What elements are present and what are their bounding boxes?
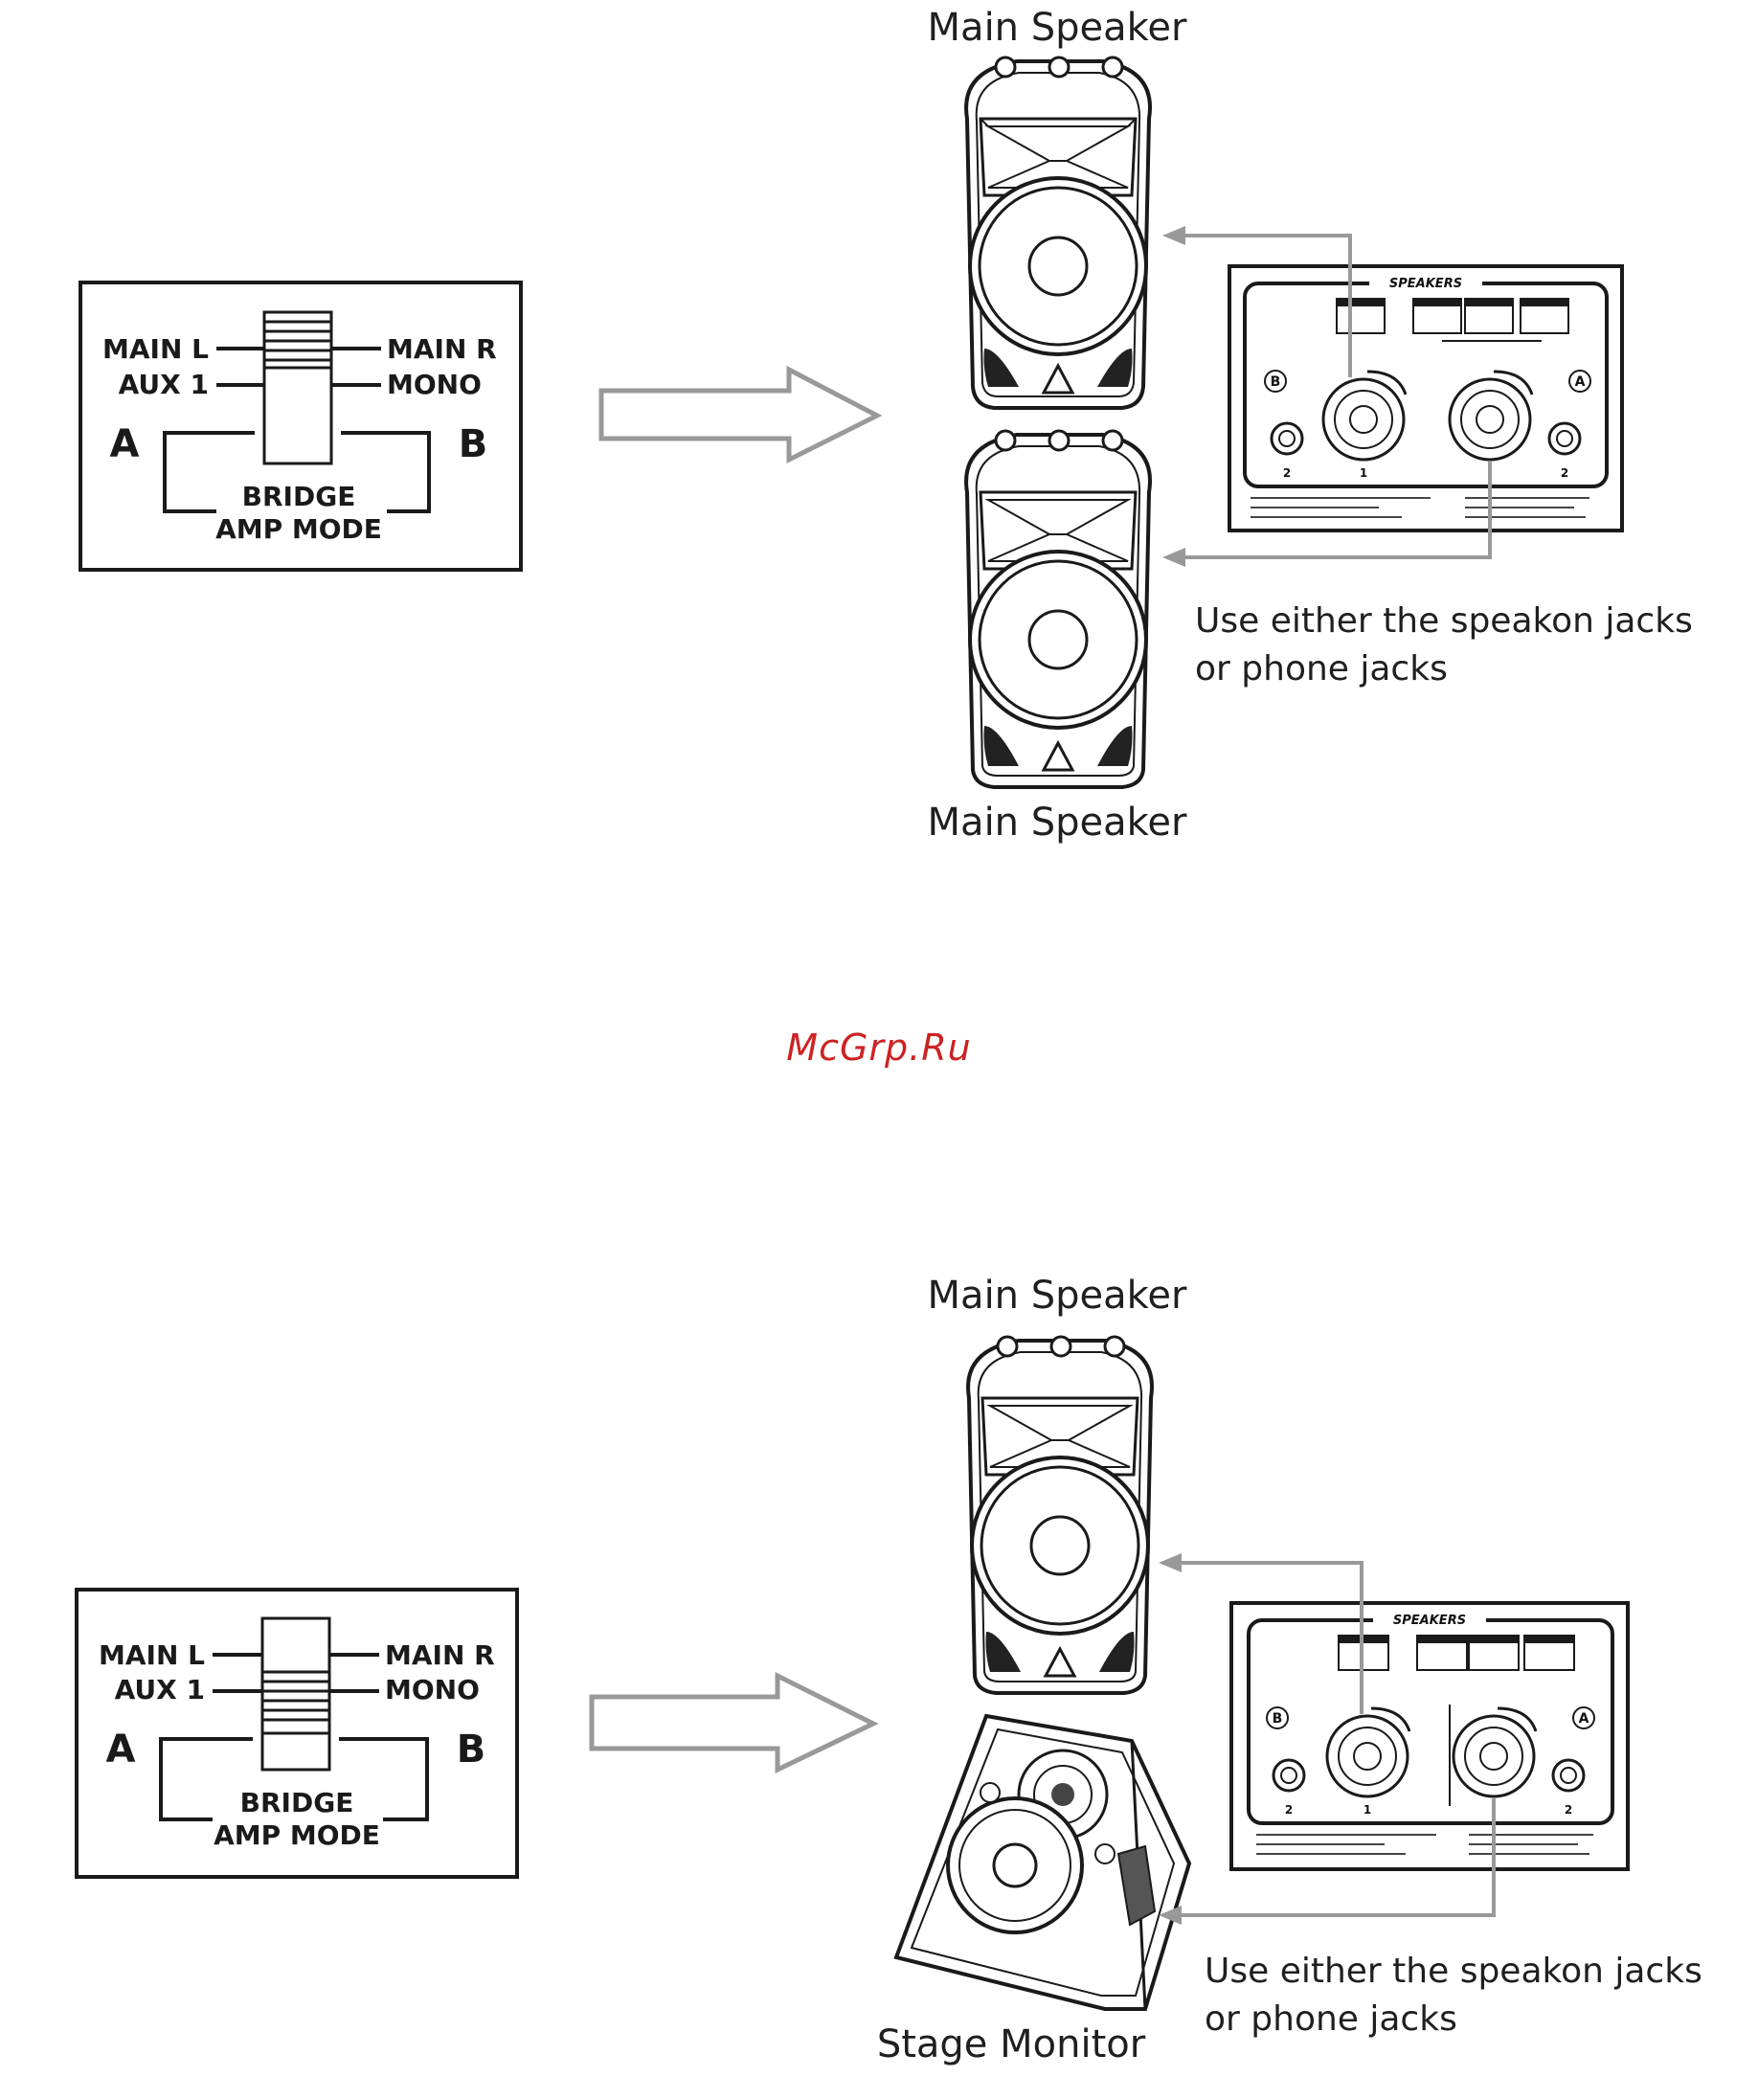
- label-b: B: [457, 1727, 486, 1772]
- note-line-1: Use either the speakon jacks: [1195, 601, 1693, 641]
- jack-a-label: A: [1575, 374, 1586, 390]
- label-aux-1: AUX 1: [115, 1674, 205, 1705]
- label-bridge: BRIDGE: [240, 1787, 354, 1818]
- bridge-switch-box: MAIN L AUX 1 MAIN R MONO A B BRIDGE AMP …: [80, 282, 521, 570]
- bridge-switch-box: MAIN L AUX 1 MAIN R MONO A B BRIDGE AMP …: [77, 1590, 517, 1877]
- phone-jack-right-icon: [1553, 1760, 1584, 1791]
- diagram-top-svg: MAIN L AUX 1 MAIN R MONO A B BRIDGE AMP …: [0, 0, 1758, 873]
- label-main-l: MAIN L: [102, 333, 209, 365]
- arrowhead-icon: [1162, 548, 1185, 567]
- main-speaker-icon: [968, 1337, 1152, 1693]
- label-mono: MONO: [385, 1674, 480, 1705]
- main-speaker-icon: [966, 431, 1150, 787]
- caption-stage-monitor: Stage Monitor: [877, 2022, 1146, 2066]
- label-a: A: [106, 1727, 136, 1772]
- jack-b-label: B: [1271, 374, 1281, 390]
- jack-num-2-left: 2: [1283, 466, 1291, 480]
- panel-title: SPEAKERS: [1393, 1614, 1466, 1628]
- switch-knob[interactable]: [262, 1672, 329, 1733]
- phone-jack-right-icon: [1549, 423, 1580, 454]
- diagram-bottom-svg: MAIN L AUX 1 MAIN R MONO A B BRIDGE AMP …: [0, 1207, 1758, 2100]
- switch-knob[interactable]: [264, 312, 331, 368]
- stage-monitor-icon: [896, 1716, 1189, 2009]
- jack-a-label: A: [1579, 1711, 1589, 1727]
- caption-main-speaker-bottom: Main Speaker: [928, 801, 1187, 845]
- note-line-2: or phone jacks: [1195, 649, 1448, 689]
- flow-arrow-icon: [592, 1676, 873, 1770]
- label-main-l: MAIN L: [99, 1639, 205, 1671]
- jack-b-label: B: [1273, 1711, 1283, 1727]
- caption-main-speaker: Main Speaker: [928, 1274, 1187, 1318]
- label-aux-1: AUX 1: [119, 369, 209, 400]
- label-main-r: MAIN R: [387, 333, 497, 365]
- label-main-r: MAIN R: [385, 1639, 495, 1671]
- phone-jack-left-icon: [1272, 423, 1302, 454]
- label-mono: MONO: [387, 369, 482, 400]
- label-amp-mode: AMP MODE: [214, 1819, 380, 1851]
- jack-num-2-left: 2: [1285, 1803, 1293, 1817]
- flow-arrow-icon: [601, 370, 877, 460]
- jack-num-1: 1: [1364, 1803, 1371, 1817]
- label-a: A: [110, 422, 140, 466]
- jack-num-2-right: 2: [1561, 466, 1568, 480]
- diagram-bridge-two-speakers: MAIN L AUX 1 MAIN R MONO A B BRIDGE AMP …: [0, 0, 1758, 873]
- amp-speaker-panel: SPEAKERS B A: [1229, 266, 1622, 531]
- caption-main-speaker-top: Main Speaker: [928, 6, 1187, 50]
- jack-num-2-right: 2: [1565, 1803, 1572, 1817]
- main-speaker-icon: [966, 57, 1150, 408]
- label-b: B: [459, 422, 488, 466]
- amp-speaker-panel: SPEAKERS B A: [1231, 1603, 1628, 1869]
- label-amp-mode: AMP MODE: [215, 513, 382, 545]
- note-line-1: Use either the speakon jacks: [1205, 1952, 1702, 1991]
- phone-jack-left-icon: [1273, 1760, 1304, 1791]
- arrowhead-icon: [1159, 1553, 1182, 1572]
- jack-num-1: 1: [1360, 466, 1367, 480]
- watermark: McGrp.Ru: [0, 1027, 1758, 1069]
- arrowhead-icon: [1162, 226, 1185, 245]
- panel-title: SPEAKERS: [1389, 277, 1462, 291]
- note-line-2: or phone jacks: [1205, 1999, 1457, 2039]
- diagram-bridge-speaker-monitor: MAIN L AUX 1 MAIN R MONO A B BRIDGE AMP …: [0, 1207, 1758, 2100]
- label-bridge: BRIDGE: [242, 481, 356, 512]
